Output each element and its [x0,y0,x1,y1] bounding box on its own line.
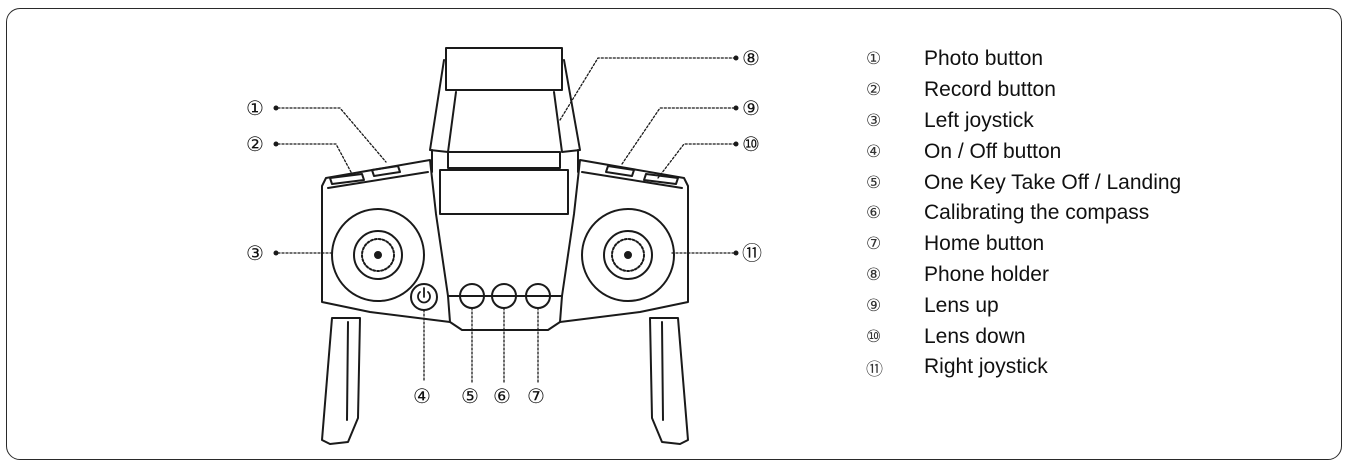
legend-item: ① Photo button [862,44,1181,75]
callout-1: ① [246,96,264,120]
phone-holder [429,47,581,215]
power-icon [417,287,431,304]
legend-number: ② [866,80,882,101]
legend-item: ⑪ Right joystick [862,352,1181,383]
legend-number: ⑩ [866,326,882,347]
callout-2: ② [246,132,264,156]
callout-7: ⑦ [527,384,545,408]
callout-10: ⑩ [742,132,760,156]
legend-item: ⑦ Home button [862,229,1181,260]
legend-label: Right joystick [924,355,1048,379]
legend-item: ② Record button [862,75,1181,106]
legend-label: Phone holder [924,262,1049,286]
right-handle [649,317,689,445]
callout-8: ⑧ [742,46,760,70]
legend-item: ⑧ Phone holder [862,260,1181,291]
left-joystick[interactable] [331,208,425,302]
power-button[interactable] [410,283,438,311]
legend-number: ⑤ [866,172,882,193]
controller-body [321,159,689,331]
callout-11: ⑪ [742,241,762,265]
legend-label: Photo button [924,47,1044,71]
legend-item: ⑨ Lens up [862,290,1181,321]
legend-number: ③ [866,110,882,131]
legend-label: Home button [924,232,1045,256]
legend-item: ⑥ Calibrating the compass [862,198,1181,229]
callout-3: ③ [246,241,264,265]
legend-number: ⑧ [866,264,882,285]
callout-dots [273,55,739,256]
callout-lines [277,57,735,383]
legend-number: ① [866,49,882,70]
callout-9: ⑨ [742,96,760,120]
legend-number: ④ [866,141,882,162]
legend-label: Lens up [924,293,999,317]
legend-item: ④ On / Off button [862,136,1181,167]
legend-number: ⑦ [866,234,882,255]
legend-item: ③ Left joystick [862,106,1181,137]
legend-item: ⑤ One Key Take Off / Landing [862,167,1181,198]
legend-label: On / Off button [924,139,1062,163]
legend-label: Left joystick [924,108,1034,132]
legend-number: ⑥ [866,203,882,224]
record-shoulder-button[interactable] [329,173,365,185]
legend-number: ⑨ [866,295,882,316]
legend-label: Lens down [924,324,1026,348]
legend-label: Calibrating the compass [924,201,1150,225]
legend-label: One Key Take Off / Landing [924,170,1182,194]
legend-list: ① Photo button ② Record button ③ Left joyst… [862,44,1181,383]
right-joystick[interactable] [581,208,675,302]
legend-label: Record button [924,78,1056,102]
left-handle [321,317,361,445]
legend-item: ⑩ Lens down [862,321,1181,352]
callout-4: ④ [413,384,431,408]
lens-up-shoulder-button[interactable] [605,165,635,177]
diagram-frame [6,8,1342,460]
callout-5: ⑤ [461,384,479,408]
callout-6: ⑥ [493,384,511,408]
photo-shoulder-button[interactable] [371,165,401,177]
lens-down-shoulder-button[interactable] [643,173,679,185]
legend-number: ⑪ [866,359,883,380]
